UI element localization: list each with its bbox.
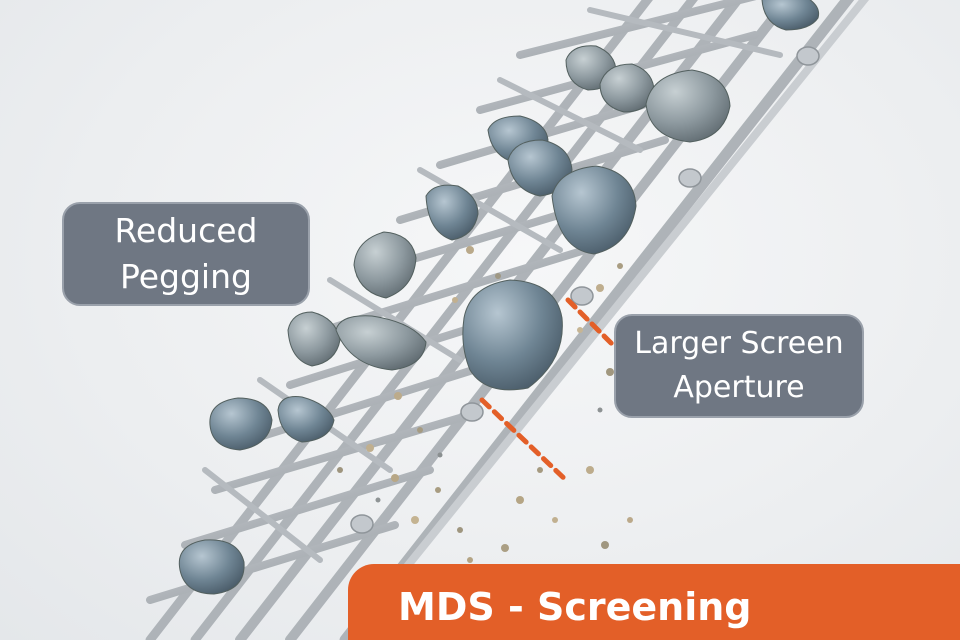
larger-aperture-callout: Larger Screen Aperture [614, 314, 864, 418]
callout-line: Pegging [120, 257, 252, 296]
reduced-pegging-callout: Reduced Pegging [62, 202, 310, 306]
aperture-indicator-lines [479, 297, 617, 485]
banner-title: MDS - Screening [398, 585, 752, 629]
rocks [178, 0, 820, 595]
callout-line: Larger Screen [634, 326, 844, 361]
falling-fines [337, 246, 633, 563]
callout-line: Aperture [673, 370, 805, 405]
rod-end-caps [350, 46, 820, 534]
callout-line: Reduced [114, 211, 258, 250]
title-banner [348, 564, 960, 640]
